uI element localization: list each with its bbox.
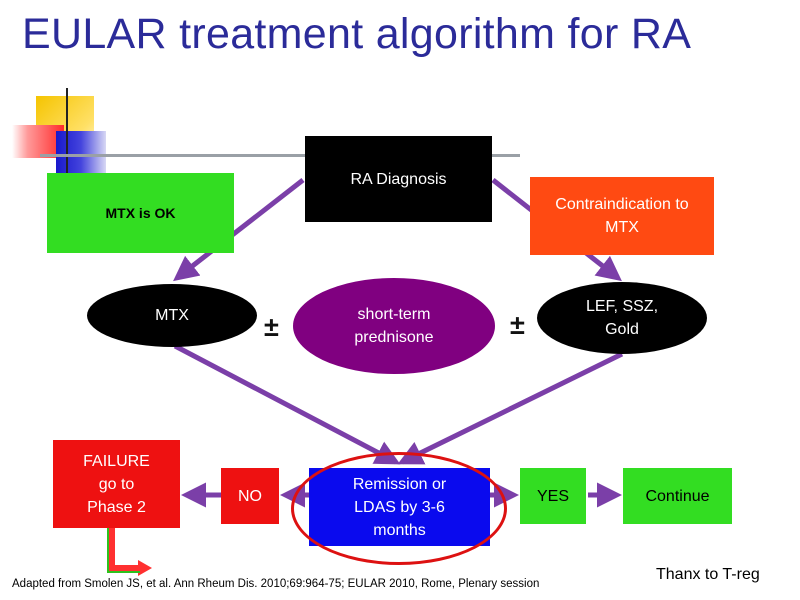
lef-ssz-gold-label-line1: LEF, SSZ, <box>585 298 659 315</box>
contraindication-label-line1: Contraindication to <box>555 196 689 213</box>
source-citation: Adapted from Smolen JS, et al. Ann Rheum… <box>12 578 540 590</box>
deco-vertical-line <box>66 88 68 176</box>
lef-ssz-gold-node: LEF, SSZ, Gold <box>537 282 707 354</box>
failure-elbow-arrow <box>109 528 140 571</box>
plus-minus-right: ± <box>510 310 525 340</box>
contraindication-label-line2: MTX <box>605 219 639 236</box>
failure-label-line3: Phase 2 <box>87 498 146 516</box>
ra-diagnosis-label: RA Diagnosis <box>350 170 447 188</box>
no-node: NO <box>221 468 279 524</box>
no-label: NO <box>238 487 262 505</box>
prednisone-node: short-term prednisone <box>293 278 495 374</box>
contraindication-node: Contraindication to MTX <box>530 177 714 255</box>
lef-ssz-gold-label-line2: Gold <box>605 321 639 338</box>
continue-label: Continue <box>645 487 710 505</box>
mtx-ok-label: MTX is OK <box>105 204 176 221</box>
deco-blue-square <box>56 131 106 175</box>
failure-label-line1: FAILURE <box>83 452 150 470</box>
prednisone-label-line2: prednisone <box>354 329 434 346</box>
title-rule <box>40 154 520 157</box>
continue-node: Continue <box>623 468 732 524</box>
arrow-mtx-to-remission <box>173 343 401 465</box>
remission-highlight-ring <box>291 452 507 565</box>
deco-red-square <box>12 125 64 158</box>
mtx-ok-node: MTX is OK <box>47 173 234 253</box>
mtx-label: MTX <box>155 307 189 324</box>
mtx-node: MTX <box>87 284 257 347</box>
arrow-diagnosis-to-mtx <box>173 178 305 282</box>
prednisone-label-line1: short-term <box>357 306 431 323</box>
failure-node: FAILURE go to Phase 2 <box>53 440 180 528</box>
slide-title: EULAR treatment algorithm for RA <box>22 10 692 58</box>
arrow-lef-to-remission <box>397 351 624 465</box>
ra-diagnosis-node: RA Diagnosis <box>305 136 492 222</box>
yes-node: YES <box>520 468 586 524</box>
yes-label: YES <box>536 487 569 505</box>
credit-note: Thanx to T-reg <box>656 566 760 583</box>
plus-minus-left: ± <box>264 312 279 342</box>
failure-label-line2: go to <box>98 475 135 493</box>
